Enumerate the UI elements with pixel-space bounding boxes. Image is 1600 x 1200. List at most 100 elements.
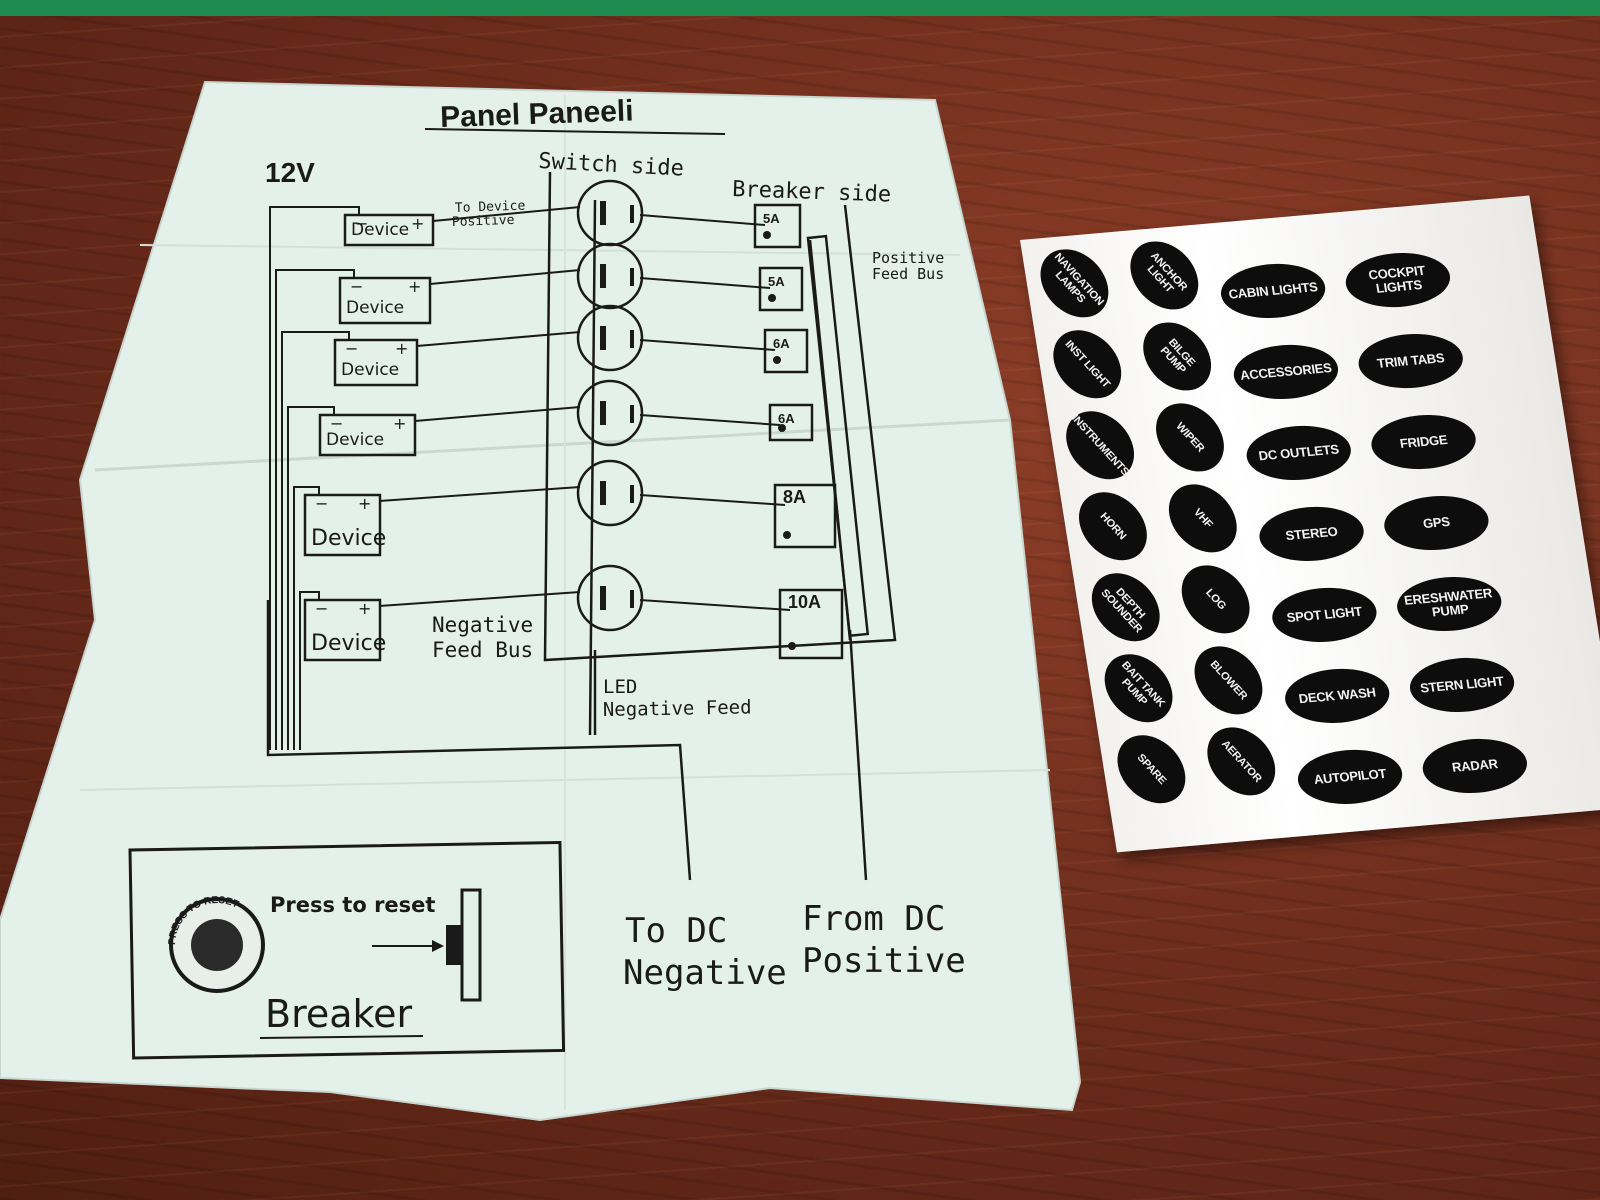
sticker-label: COCKPIT LIGHTS [1367,262,1427,296]
switch-6 [576,564,644,632]
sticker-aerator: AERATOR [1193,714,1290,809]
device-2-minus: − [350,277,363,296]
negative-feed-bus-label-line1: Negative [432,613,533,637]
breaker-illustration-frame [128,840,566,1060]
breaker-1-box [753,203,802,249]
sticker-cabin-lights: CABIN LIGHTS [1216,259,1330,323]
breaker-6-box [778,588,844,660]
sticker-label: BILGE PUMP [1157,336,1198,376]
sticker-autopilot: AUTOPILOT [1293,745,1407,809]
device-5-label: Device [311,526,386,551]
switch-5-terminal [630,485,634,503]
sticker-label: AERATOR [1218,738,1264,785]
sticker-radar: RADAR [1418,734,1532,798]
device-2-label: Device [346,298,404,318]
press-to-reset-label: Press to reset [270,893,435,917]
reset-arrow-head [432,940,444,952]
sticker-label: AUTOPILOT [1312,765,1388,787]
sticker-inst-light: INST LIGHT [1039,317,1136,412]
switch-4 [576,379,644,447]
panel-outline [543,171,897,662]
device-6-minus: − [315,599,328,618]
breaker-illustration: PRESS TO RESET Press to reset Breaker [128,840,566,1060]
to-dc-negative-label-line2: Negative [623,953,787,993]
device-2-negative-wire [275,269,355,750]
sticker-label: WIPER [1173,420,1207,455]
sticker-label: TRIM TABS [1375,350,1446,371]
sticker-label: HORN [1097,510,1129,542]
positive-feed-bus-label-line1: Positive [872,249,944,267]
sticker-ereshwater-pump: ERESHWATER PUMP [1393,572,1506,636]
paper-fold-horizontal [94,418,1011,472]
sticker-accessories: ACCESSORIES [1229,340,1343,404]
device-4-box [318,413,417,457]
breaker-caption-underline [259,1035,424,1039]
device-6-box [303,598,382,662]
sticker-instruments: INSTRUMENTS [1052,398,1148,493]
negative-feed-bus-label-line2: Feed Bus [432,638,533,662]
device-5-positive-wire [379,486,581,502]
to-dc-negative-wire [266,600,692,881]
device-4-negative-wire [287,406,335,750]
device-4-plus: + [393,414,406,433]
sticker-label: NAVIGATION LAMPS [1051,251,1106,308]
breaker-side-knob [446,925,462,965]
switch-3 [576,304,644,372]
breaker-3-terminal [773,356,781,364]
switch-3-contact [600,326,606,350]
device-5-negative-wire [293,486,320,750]
sticker-stern-light: STERN LIGHT [1405,653,1519,717]
from-dc-positive-wire [848,629,868,881]
sticker-navigation-lamps: NAVIGATION LAMPS [1026,236,1123,331]
breaker-2-box [758,266,804,312]
breaker-3-box [763,328,809,374]
sticker-label: INST LIGHT [1062,338,1113,391]
sticker-label: SPARE [1134,751,1169,787]
breaker-4-rating: 6A [778,411,795,426]
sticker-label: ERESHWATER PUMP [1403,585,1494,620]
switch-3-to-breaker-wire [639,339,776,351]
sticker-stereo: STEREO [1255,502,1368,566]
reset-button-icon [191,919,243,971]
from-dc-positive-label-line2: Positive [802,941,966,981]
voltage-label: 12V [265,157,315,188]
sticker-dc-outlets: DC OUTLETS [1242,421,1355,485]
device-5-minus: − [315,494,328,513]
device-3-minus: − [345,339,358,358]
device-5-plus: + [358,494,371,513]
device-2-positive-wire [429,269,581,285]
breaker-1-rating: 5A [763,211,780,226]
device-6-label: Device [311,631,386,656]
device-5-box [303,493,382,557]
led-negative-feed-label-line1: LED [603,676,637,698]
sticker-spot-light: SPOT LIGHT [1268,583,1381,647]
device-2-plus: + [408,277,421,296]
sticker-gps: GPS [1380,491,1493,555]
switch-6-contact [600,586,606,610]
sticker-label: RADAR [1450,756,1499,775]
sticker-label: BLOWER [1207,658,1250,703]
sticker-anchor-light: ANCHOR LIGHT [1116,228,1213,323]
breaker-side-label: Breaker side [732,177,892,208]
sticker-bait-tank-pump: BAIT TANK PUMP [1090,641,1187,736]
device-3-positive-wire [416,331,581,347]
sticker-bilge-pump: BILGE PUMP [1129,309,1225,404]
device-3-label: Device [341,360,399,380]
device-4-positive-wire [414,406,581,422]
breaker-5-terminal [783,531,791,539]
green-background-strip [0,0,1600,16]
switch-1-terminal [630,205,634,223]
breaker-2-rating: 5A [768,274,785,289]
switch-5-to-breaker-wire [639,494,786,506]
breaker-4-terminal [778,424,786,432]
device-3-negative-wire [281,331,350,750]
sticker-vhf: VHF [1155,471,1251,566]
sticker-label: VHF [1191,506,1215,531]
to-dc-negative-label-line1: To DC [625,911,727,951]
device-1-negative-wire [269,206,360,750]
sticker-label: BAIT TANK PUMP [1119,659,1167,710]
sticker-label: LOG [1203,586,1229,612]
sticker-blower: BLOWER [1180,633,1277,728]
breaker-2-terminal [768,294,776,302]
switch-1-contact [600,201,606,225]
